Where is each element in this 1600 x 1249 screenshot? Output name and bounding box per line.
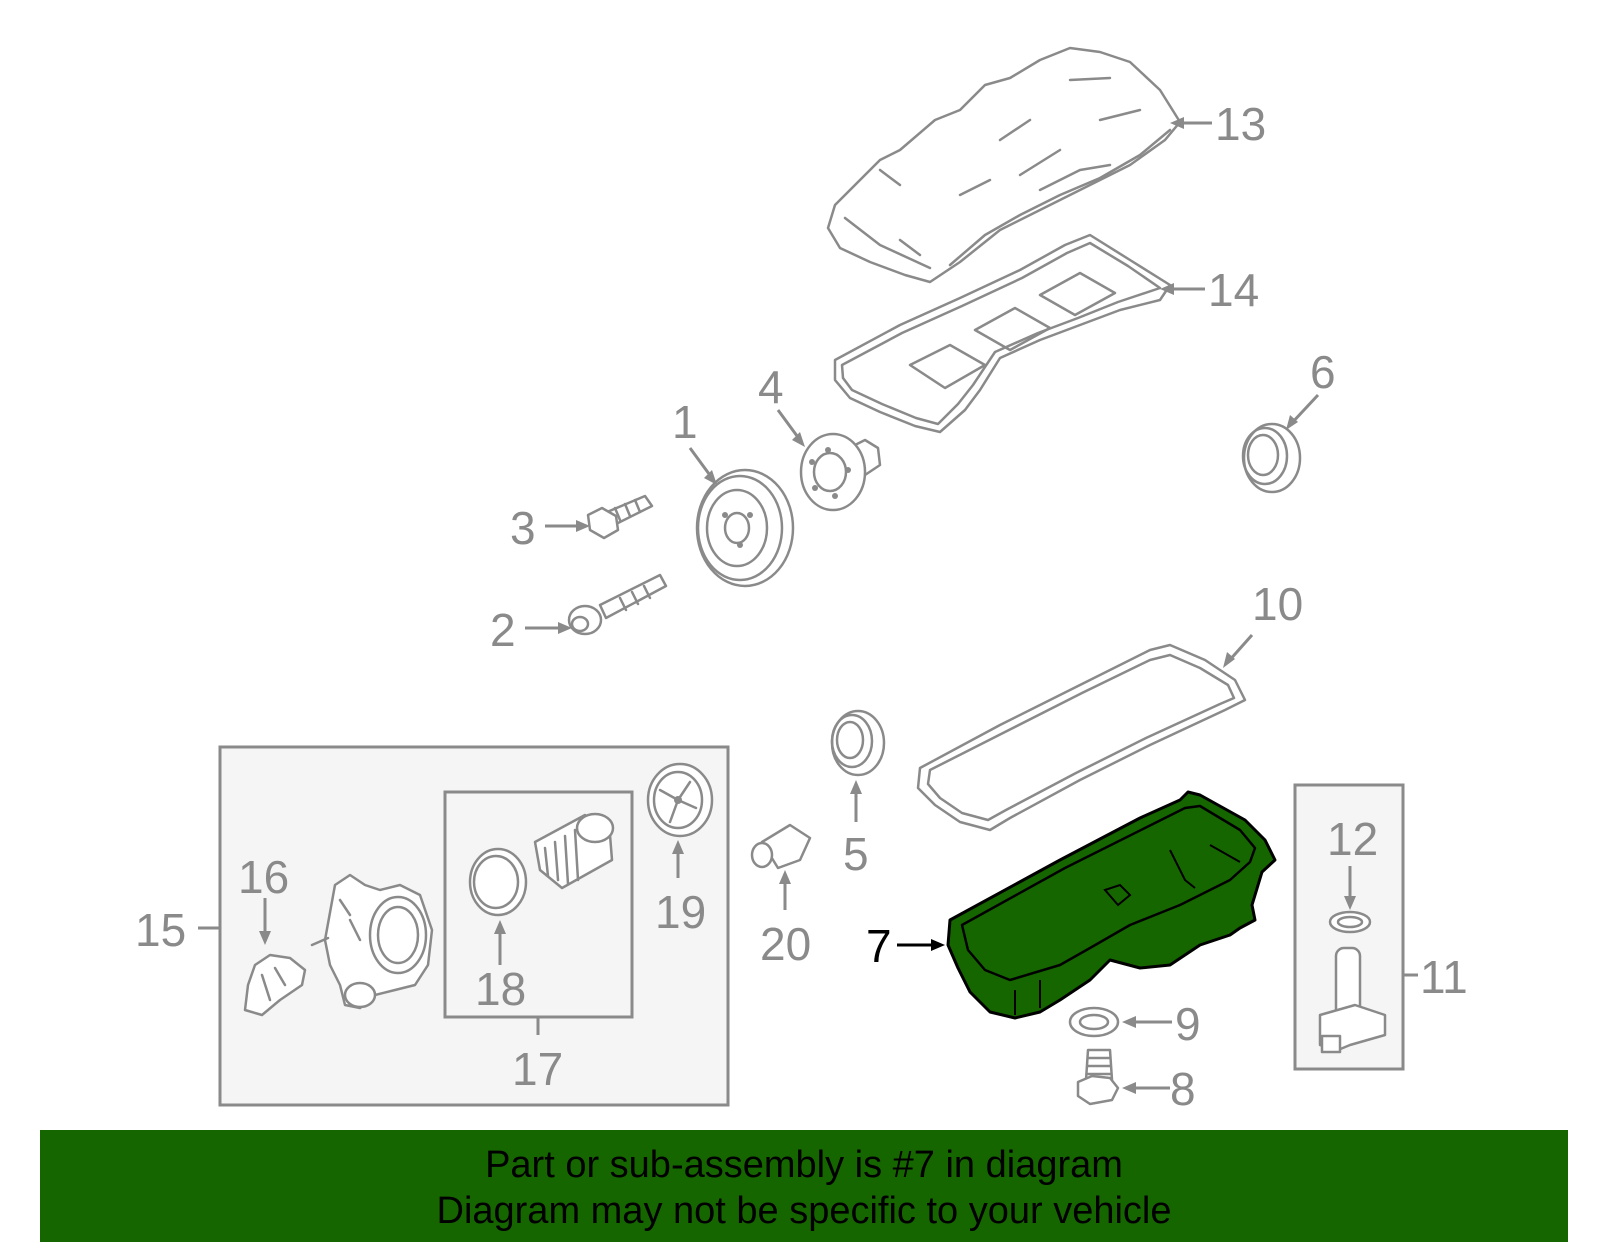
callout-4[interactable]: 4 <box>758 361 784 413</box>
callout-6[interactable]: 6 <box>1310 346 1336 398</box>
part-13-valve-cover[interactable] <box>826 46 1182 284</box>
arrow-20 <box>779 870 791 884</box>
part-18-o-ring[interactable] <box>468 847 528 917</box>
part-8-drain-plug[interactable] <box>1076 1048 1120 1106</box>
leader-4 <box>776 409 802 441</box>
part-6-seal[interactable] <box>1241 422 1302 494</box>
oil-filter-housing[interactable] <box>310 873 434 1010</box>
arrow-13 <box>1170 117 1184 129</box>
callout-9[interactable]: 9 <box>1175 998 1201 1050</box>
arrow-8 <box>1122 1082 1136 1094</box>
callout-14[interactable]: 14 <box>1208 264 1259 316</box>
arrow-3 <box>576 520 590 532</box>
callout-1[interactable]: 1 <box>672 396 698 448</box>
part-15-group-box <box>218 745 730 1107</box>
callout-13[interactable]: 13 <box>1215 98 1266 150</box>
callout-17[interactable]: 17 <box>512 1043 563 1095</box>
arrow-16 <box>259 931 271 945</box>
banner-line-1: Part or sub-assembly is #7 in diagram <box>485 1144 1123 1186</box>
arrow-18 <box>494 920 506 934</box>
callout-20[interactable]: 20 <box>760 918 811 970</box>
callout-5[interactable]: 5 <box>843 828 869 880</box>
callout-10[interactable]: 10 <box>1252 578 1303 630</box>
arrow-10 <box>1223 652 1235 668</box>
part-7-oil-pan[interactable] <box>946 790 1277 1020</box>
part-10-oil-pan-gasket[interactable] <box>916 643 1247 832</box>
part-11-oil-level-sensor[interactable] <box>1318 946 1387 1054</box>
callout-2[interactable]: 2 <box>490 604 516 656</box>
arrow-12 <box>1344 896 1356 910</box>
oil-filter-element[interactable] <box>533 812 615 890</box>
part-1-pulley[interactable] <box>695 468 795 588</box>
info-banner: Part or sub-assembly is #7 in diagram Di… <box>40 1130 1568 1242</box>
part-5-seal[interactable] <box>830 709 886 777</box>
arrow-14 <box>1160 283 1174 295</box>
part-19-filter-cap[interactable] <box>646 762 714 838</box>
arrow-9 <box>1122 1016 1136 1028</box>
callout-3[interactable]: 3 <box>510 502 536 554</box>
callout-19[interactable]: 19 <box>655 886 706 938</box>
callout-12[interactable]: 12 <box>1327 813 1378 865</box>
part-16-bracket[interactable] <box>243 953 307 1017</box>
part-14-valve-cover-gasket[interactable] <box>833 233 1172 434</box>
callout-8[interactable]: 8 <box>1170 1063 1196 1115</box>
banner-line-2: Diagram may not be specific to your vehi… <box>436 1190 1172 1232</box>
arrow-2 <box>558 622 572 634</box>
part-3-bolt[interactable] <box>586 494 654 540</box>
part-9-washer[interactable] <box>1068 1006 1120 1038</box>
callout-15[interactable]: 15 <box>135 904 186 956</box>
callout-11[interactable]: 11 <box>1420 951 1468 1003</box>
part-12-o-ring[interactable] <box>1328 910 1372 934</box>
callout-16[interactable]: 16 <box>238 851 289 903</box>
part-2-bolt[interactable] <box>567 573 668 636</box>
part-4-hub[interactable] <box>799 432 882 512</box>
part-20-sensor[interactable] <box>750 823 812 870</box>
arrow-6 <box>1286 415 1298 430</box>
leader-1 <box>688 447 714 479</box>
arrow-5 <box>850 780 862 794</box>
arrow-4 <box>792 432 805 447</box>
arrow-7 <box>931 939 945 951</box>
arrow-19 <box>672 840 684 854</box>
callout-7[interactable]: 7 <box>866 920 892 972</box>
arrow-1 <box>704 470 717 485</box>
callout-18[interactable]: 18 <box>475 963 526 1015</box>
